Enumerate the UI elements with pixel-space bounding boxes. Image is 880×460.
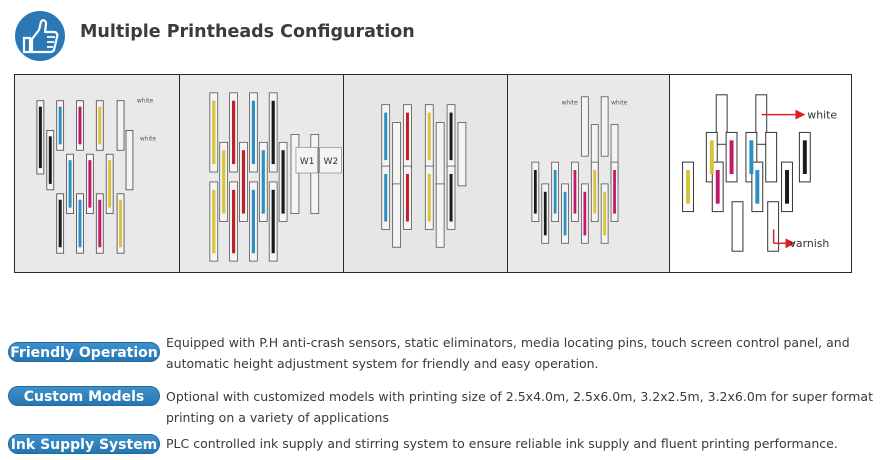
thumbs-up-icon xyxy=(15,11,65,61)
config-panel-3 xyxy=(344,75,508,272)
printhead-config-gallery: white white xyxy=(14,74,852,273)
section-header: Multiple Printheads Configuration xyxy=(12,8,572,64)
page-title: Multiple Printheads Configuration xyxy=(80,22,415,42)
white-label-5: white xyxy=(808,109,838,122)
feature-badge: Ink Supply System xyxy=(8,434,160,454)
printhead-diagram-4: white white xyxy=(531,96,628,244)
printhead-diagram-3 xyxy=(381,104,467,248)
feature-description: Optional with customized models with pri… xyxy=(166,389,873,425)
varnish-label: varnish xyxy=(790,237,830,250)
white-label-1: white xyxy=(137,98,154,105)
white-label-2: white xyxy=(140,135,157,142)
config-panel-2: W1 W2 xyxy=(179,75,345,272)
white-label-4: white xyxy=(611,100,628,107)
feature-description: PLC controlled ink supply and stirring s… xyxy=(166,436,838,451)
config-panel-5: white varnish xyxy=(670,75,851,272)
feature-description: Equipped with P.H anti-crash sensors, st… xyxy=(166,335,850,371)
w2-label: W2 xyxy=(323,157,337,167)
white-label-3: white xyxy=(561,100,578,107)
config-panel-4: white white xyxy=(507,75,671,272)
printhead-diagram-5: white varnish xyxy=(682,94,838,252)
feature-badge: Friendly Operation xyxy=(8,342,160,362)
config-panel-1: white white xyxy=(15,75,180,272)
printhead-diagram-2: W1 W2 xyxy=(209,92,342,262)
printhead-diagram-1: white white xyxy=(36,98,157,254)
w1-label: W1 xyxy=(300,157,314,167)
feature-badge: Custom Models xyxy=(8,386,160,406)
